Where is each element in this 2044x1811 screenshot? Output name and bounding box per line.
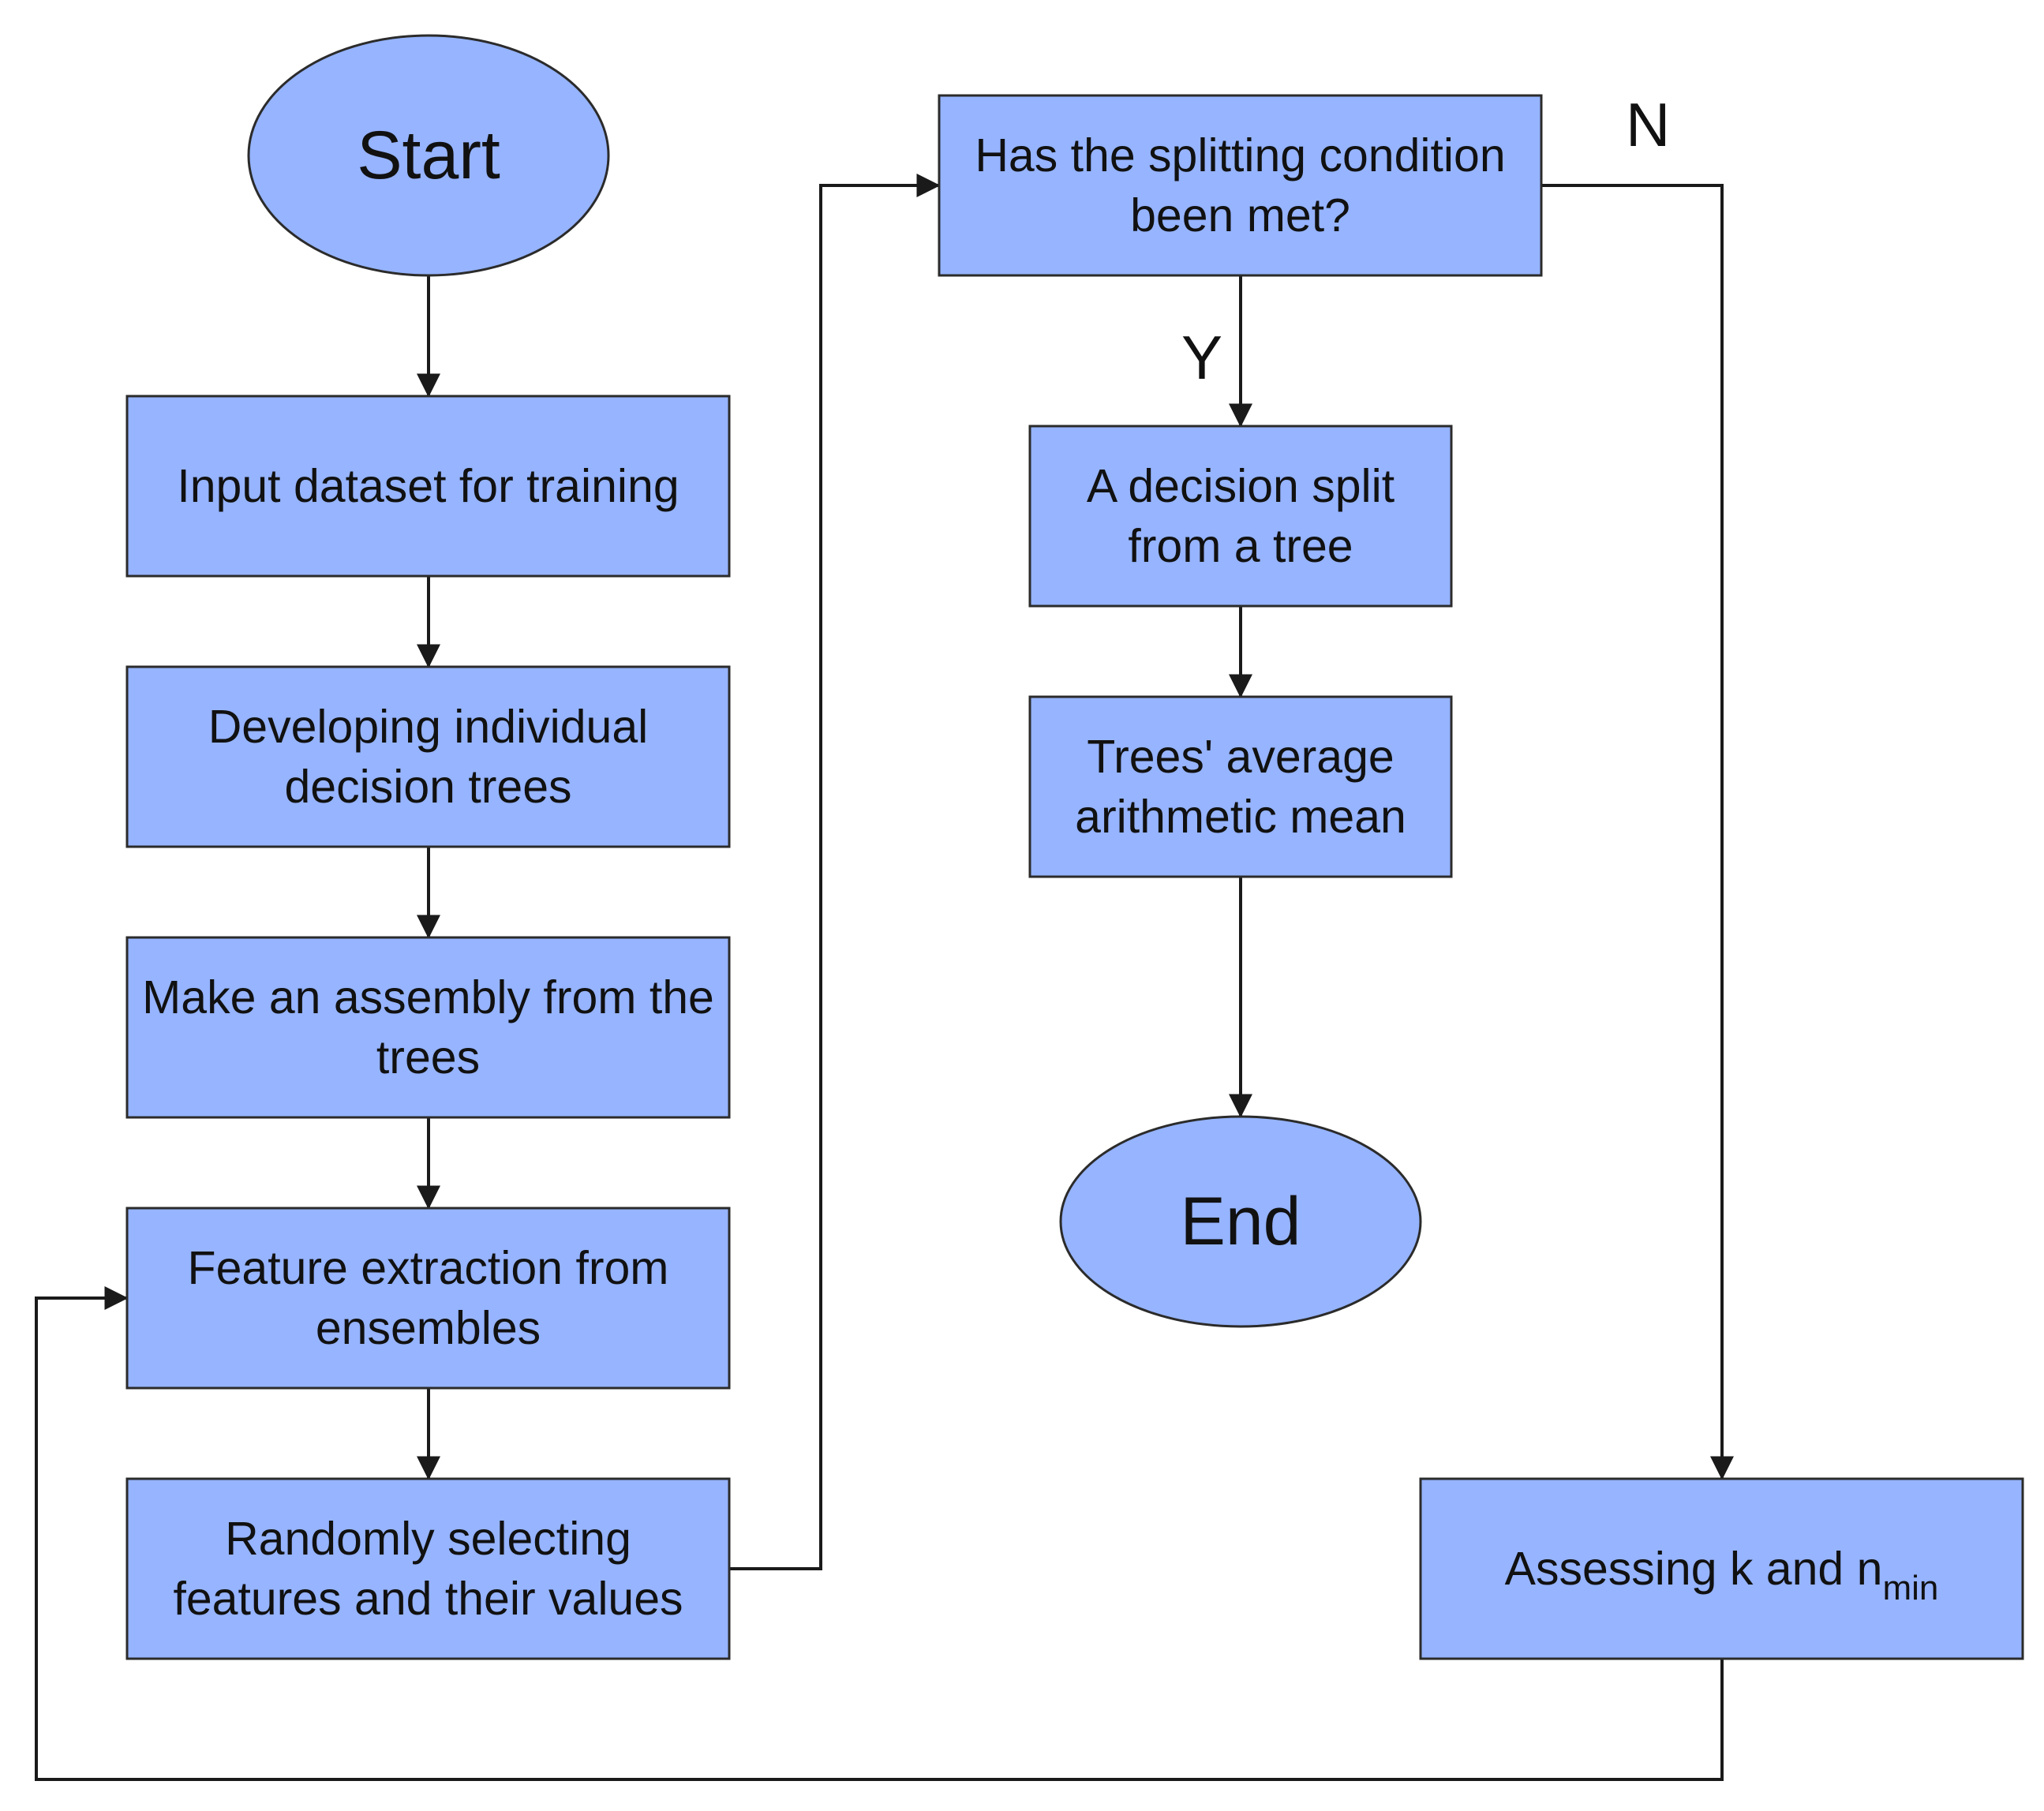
node-assembly-label: Make an assembly from the: [142, 971, 714, 1023]
node-feature: Feature extraction from ensembles: [125, 1207, 731, 1390]
node-split-label: from a tree: [1128, 520, 1353, 572]
node-input: Input dataset for training: [125, 395, 731, 578]
node-random-shape: [125, 1477, 731, 1660]
node-assess-shape: [1419, 1477, 2024, 1660]
node-random: Randomly selecting features and their val…: [125, 1477, 731, 1660]
node-develop-label: Developing individual: [208, 701, 649, 753]
node-mean-shape: [1028, 695, 1453, 878]
node-start: Start: [247, 34, 610, 277]
arrow-random-to-condition: [729, 174, 941, 1570]
node-input-shape: [125, 395, 731, 578]
node-mean-label: arithmetic mean: [1075, 791, 1406, 843]
node-feature-shape: [125, 1207, 731, 1390]
node-develop-shape: [125, 665, 731, 848]
node-mean: Trees' average arithmetic mean: [1028, 695, 1453, 878]
arrow-condition-to-assess: [1541, 184, 1734, 1480]
node-assembly-shape: [125, 936, 731, 1119]
node-end-shape: [1059, 1115, 1422, 1328]
node-condition-shape: [938, 94, 1543, 277]
node-feature-label: ensembles: [316, 1302, 541, 1354]
node-develop: Developing individual decision trees: [125, 665, 731, 848]
node-assess: Assessing k and nmin: [1419, 1477, 2024, 1660]
edge-labels: YN: [1181, 90, 1670, 392]
arrow-assess-to-feature: [35, 1286, 1724, 1781]
edge-label-y: Y: [1181, 323, 1222, 392]
node-input-label: Input dataset for training: [177, 460, 679, 512]
node-end-label: End: [1180, 1184, 1301, 1259]
edges: [35, 174, 1734, 1781]
edge-label-n: N: [1626, 90, 1670, 159]
node-end: End: [1059, 1115, 1422, 1328]
node-mean-label: Trees' average: [1087, 731, 1394, 783]
node-random-label: features and their values: [173, 1573, 683, 1625]
node-assembly-label: trees: [376, 1031, 480, 1083]
node-start-label: Start: [357, 118, 500, 193]
node-develop-label: decision trees: [284, 761, 571, 813]
node-condition: Has the splitting condition been met?: [938, 94, 1543, 277]
node-split-label: A decision split: [1087, 460, 1394, 512]
node-condition-label: been met?: [1130, 189, 1350, 241]
node-start-shape: [247, 34, 610, 277]
node-split-shape: [1028, 425, 1453, 608]
node-assess-subscript: min: [1882, 1569, 1938, 1607]
node-feature-label: Feature extraction from: [188, 1242, 669, 1294]
node-split: A decision split from a tree: [1028, 425, 1453, 608]
node-assembly: Make an assembly from the trees: [125, 936, 731, 1119]
node-condition-label: Has the splitting condition: [975, 129, 1505, 181]
node-random-label: Randomly selecting: [225, 1513, 631, 1565]
